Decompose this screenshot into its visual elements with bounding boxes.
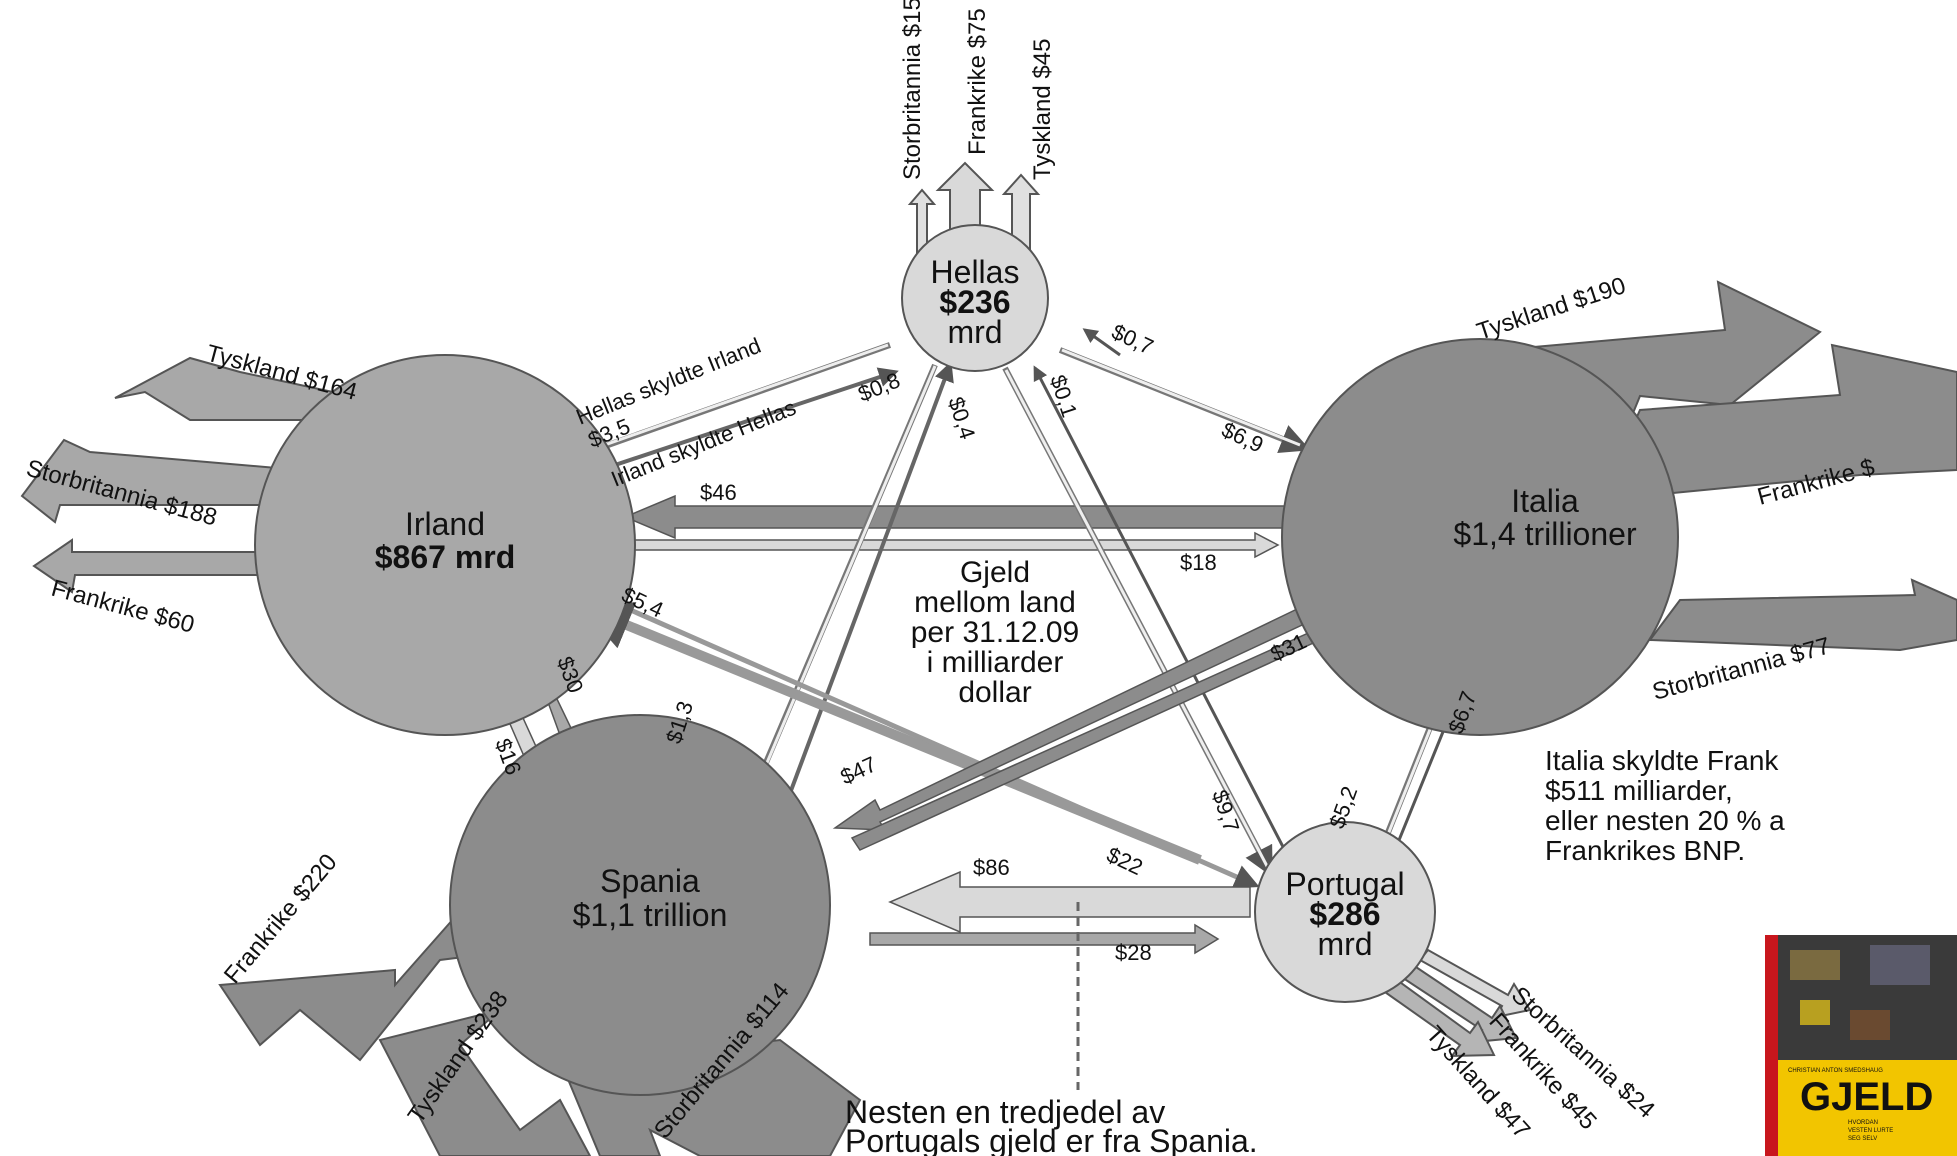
italia-note-line: Italia skyldte Frank	[1545, 745, 1779, 776]
flow-label: $0,1	[1045, 372, 1082, 420]
spania-name: Spania	[600, 863, 700, 899]
center-label-line: Gjeld	[960, 556, 1030, 589]
portugal-note-line: Portugals gjeld er fra Spania.	[845, 1123, 1258, 1156]
hellas-value-1: $236	[939, 284, 1010, 320]
flow-label: $0,4	[943, 394, 980, 442]
spania-portugal-flow	[869, 923, 1220, 955]
center-label: Gjeld mellom land per 31.12.09 i milliar…	[911, 556, 1079, 709]
italia-irland-flow	[623, 494, 1291, 540]
portugal-value-2: mrd	[1317, 926, 1372, 962]
italia-note-line: $511 milliarder,	[1545, 775, 1733, 806]
external-label: Tyskland $45	[1029, 39, 1056, 180]
spania-hellas-flow	[778, 361, 954, 821]
hellas-portugal-flow-inner	[1004, 369, 1270, 869]
portugal-irland-flow	[580, 602, 1202, 865]
flow-label: $6,9	[1218, 417, 1267, 458]
spania-value: $1,1 trillion	[573, 897, 728, 933]
irland-name: Irland	[405, 506, 485, 542]
book-author: CHRISTIAN ANTON SMEDSHAUG	[1788, 1068, 1883, 1074]
flow-label: $18	[1180, 550, 1217, 575]
portugal-note-line: Nesten en tredjedel av	[845, 1094, 1165, 1130]
portugal-value-1: $286	[1309, 896, 1380, 932]
irland-hellas-flow	[599, 367, 899, 472]
book-cover-photo-light	[1790, 950, 1840, 980]
italia-name: Italia	[1511, 483, 1579, 519]
center-label-line: i milliarder	[927, 646, 1064, 679]
flow-label: Hellas skyldte Irland	[573, 333, 765, 430]
portugal-note: Nesten en tredjedel av Portugals gjeld e…	[845, 1094, 1258, 1156]
hellas-italia-flow-inner	[1061, 348, 1301, 447]
external-label: Storbritannia $15	[899, 0, 926, 180]
flow-label: $0,8	[855, 367, 904, 406]
italia-note-line: eller nesten 20 % a	[1545, 805, 1785, 836]
italia-note-line: Frankrikes BNP.	[1545, 835, 1745, 866]
portugal-node	[1254, 821, 1436, 1003]
external-label: Frankrike $75	[964, 8, 991, 155]
irland-external-arrows	[20, 356, 373, 594]
italia-uk-arrow	[1648, 578, 1957, 652]
flow-label: $0,7	[1108, 319, 1157, 360]
hellas-value-2: mrd	[947, 314, 1002, 350]
book-cover-spine	[1765, 935, 1778, 1156]
flow-label: $46	[700, 480, 737, 505]
spania-node	[449, 714, 831, 1096]
external-label: Frankrike $60	[48, 575, 197, 639]
book-cover-photo-light	[1850, 1010, 1890, 1040]
italia-note: Italia skyldte Frank $511 milliarder, el…	[1545, 745, 1785, 866]
nodes	[254, 224, 1679, 1096]
portugal-hellas-flow	[1033, 365, 1297, 871]
center-label-line: dollar	[958, 676, 1031, 709]
book-subtitle-line: HVORDAN	[1848, 1120, 1878, 1126]
book-subtitle-line: SEG SELV	[1848, 1136, 1877, 1142]
italia-node	[1281, 338, 1679, 736]
irland-node	[254, 354, 636, 736]
portugal-name: Portugal	[1285, 866, 1404, 902]
italia-hellas-flow	[1082, 328, 1121, 357]
flow-label: $28	[1115, 940, 1152, 965]
flow-label: $86	[973, 855, 1010, 880]
irland-value: $867 mrd	[375, 539, 516, 575]
center-label-line: mellom land	[914, 586, 1076, 619]
irland-uk-arrow	[20, 438, 301, 524]
portugal-spania-flow	[888, 870, 1251, 934]
italia-spania-flow	[832, 597, 1332, 831]
book-subtitle-line: VESTEN LURTE	[1848, 1128, 1893, 1134]
flow-label: $9,7	[1207, 787, 1244, 835]
book-cover-photo-light	[1800, 1000, 1830, 1025]
italia-value: $1,4 trillioner	[1453, 516, 1637, 552]
book-title: GJELD	[1800, 1075, 1933, 1119]
flow-label: $22	[1103, 842, 1147, 880]
hellas-irland-flow-inner	[581, 343, 889, 455]
external-label: Frankrike $220	[219, 849, 343, 989]
hellas-name: Hellas	[931, 254, 1020, 290]
book-cover-photo-light	[1870, 945, 1930, 985]
italia-fr-arrow	[1598, 343, 1957, 502]
hellas-node	[901, 224, 1049, 372]
book-cover: CHRISTIAN ANTON SMEDSHAUG GJELD HVORDAN …	[1765, 935, 1957, 1156]
portugal-external-arrows	[1373, 948, 1532, 1058]
center-label-line: per 31.12.09	[911, 616, 1079, 649]
hellas-spania-flow-inner	[745, 365, 937, 811]
flow-label: $47	[837, 751, 881, 789]
external-label: Tyskland $190	[1474, 272, 1630, 346]
irland-italia-flow	[624, 531, 1280, 559]
